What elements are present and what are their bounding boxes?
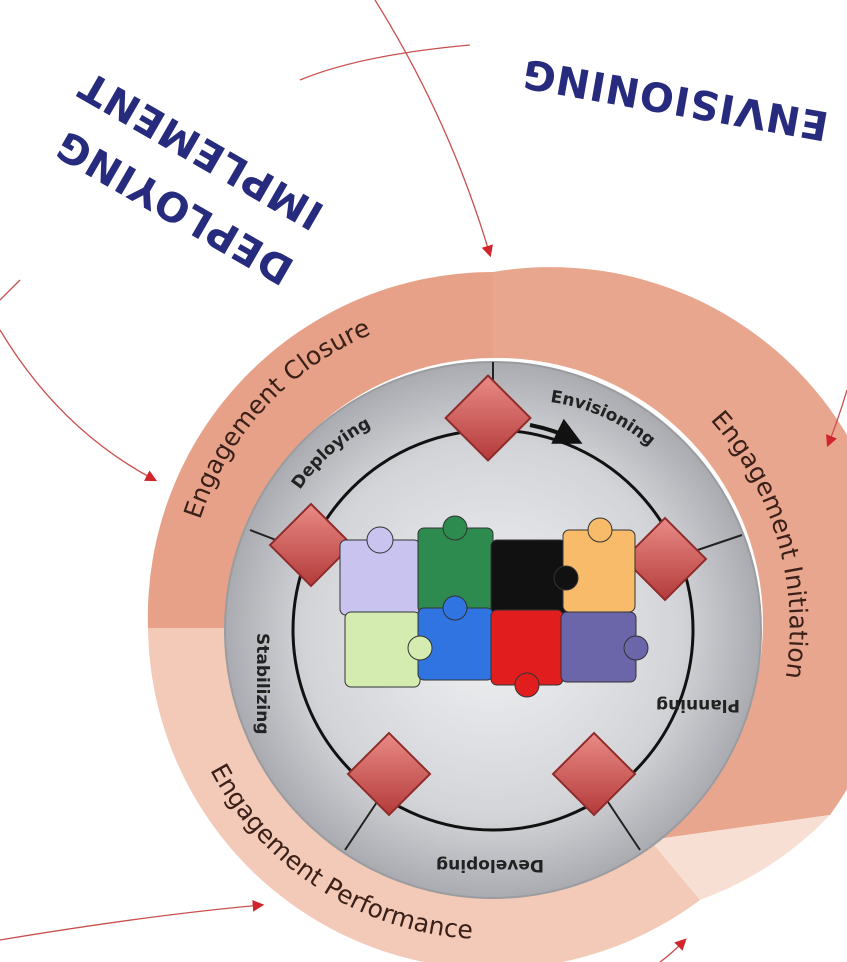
arrow-left-upper <box>0 279 21 301</box>
outer-ring-performance-segment <box>148 628 700 962</box>
milestone-diamond-top <box>444 374 532 462</box>
arrow-deploying-to-ring <box>299 44 471 81</box>
milestone-diamond-bottom-right <box>551 731 637 817</box>
outer-ring-light-segment <box>650 815 830 900</box>
arrow-bottom-right <box>659 938 687 962</box>
phase-milestones <box>268 374 708 817</box>
arrow-bottom-to-performance <box>0 900 265 941</box>
envisioning-title: ENVISIONING <box>519 49 832 148</box>
milestone-diamond-right <box>622 516 708 602</box>
phase-developing-label: Developing <box>436 855 544 875</box>
cycle-direction-arrow <box>529 418 583 444</box>
arrow-right-to-initiation <box>826 389 847 448</box>
phase-planning-label: Planning <box>656 695 740 715</box>
outer-ring <box>147 267 847 962</box>
arrow-left-to-closure <box>0 329 158 482</box>
arrow-to-top <box>374 0 493 258</box>
milestone-diamond-left <box>268 502 354 588</box>
milestone-diamond-bottom-left <box>346 731 432 817</box>
puzzle-graphic <box>339 515 649 698</box>
outer-ring-initiation-segment <box>493 267 847 840</box>
phase-stabilizing-label: Stabilizing <box>252 633 272 735</box>
outer-ring-closure-segment <box>147 271 493 628</box>
